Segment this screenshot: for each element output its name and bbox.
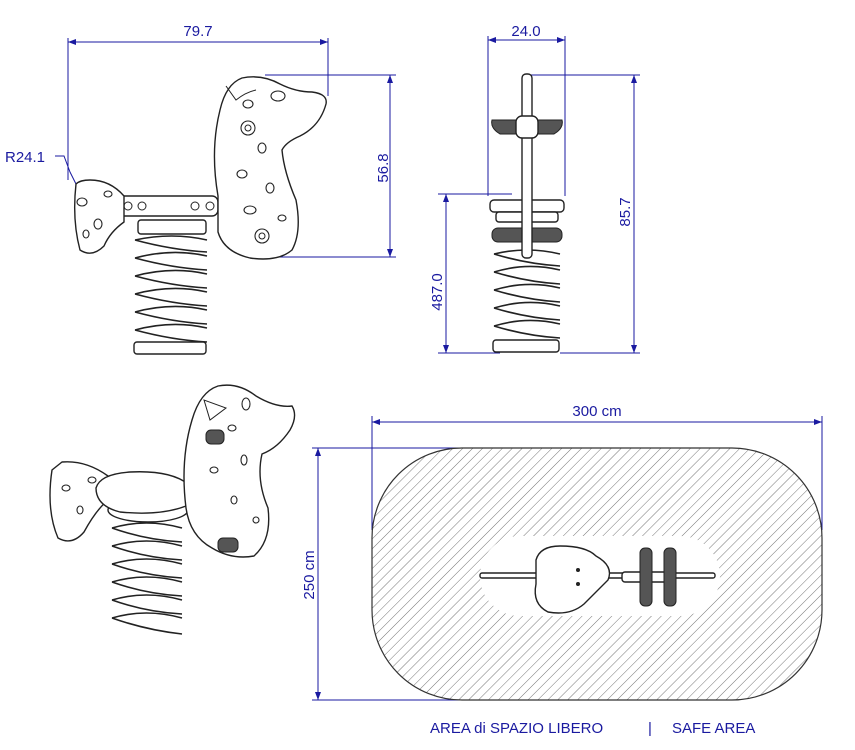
side-height-dimension: 56.8: [265, 74, 396, 258]
front-seat-height-dimension: 487.0: [429, 193, 512, 354]
iso-dog-body: [183, 384, 296, 558]
isometric-view: [49, 384, 296, 635]
area-width-label: 300 cm: [572, 403, 621, 420]
radius-label: R24.1: [5, 149, 45, 166]
radius-callout: R24.1: [5, 149, 77, 185]
safe-area-plan: 300 cm 250 cm: [301, 403, 823, 701]
side-view: 79.7 56.8 R24.1: [5, 23, 396, 355]
side-width-dimension: 79.7: [67, 23, 329, 180]
iso-seat: [95, 471, 192, 514]
front-seat-height-label: 487.0: [429, 273, 446, 311]
front-spring: [492, 249, 561, 353]
iso-spring: [111, 522, 183, 635]
area-width-dimension: 300 cm: [371, 403, 823, 530]
side-spring: [133, 219, 208, 355]
side-seat: [117, 195, 219, 217]
iso-tail: [49, 461, 109, 542]
caption-area-en: SAFE AREA: [672, 720, 755, 737]
area-height-dimension: 250 cm: [301, 447, 470, 701]
side-width-label: 79.7: [183, 23, 212, 40]
side-height-label: 56.8: [375, 153, 392, 182]
area-height-label: 250 cm: [301, 550, 318, 599]
caption-separator: |: [648, 720, 652, 737]
front-width-dimension: 24.0: [487, 23, 566, 196]
front-view: 24.0 487.0 85.7: [429, 23, 640, 354]
front-width-label: 24.0: [511, 23, 540, 40]
side-tail: [73, 179, 125, 254]
front-total-height-dimension: 85.7: [530, 74, 640, 354]
front-total-height-label: 85.7: [617, 197, 634, 226]
caption-area-it: AREA di SPAZIO LIBERO: [430, 720, 603, 737]
plan-toy: [479, 545, 716, 614]
caption: AREA di SPAZIO LIBERO | SAFE AREA: [430, 720, 755, 737]
side-dog-body: [213, 76, 327, 260]
